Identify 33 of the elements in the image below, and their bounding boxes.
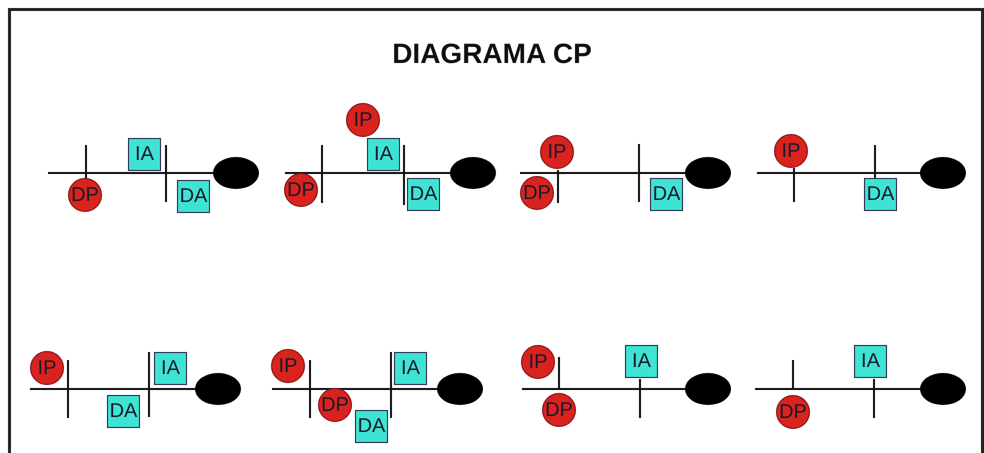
circle-marker: DP	[318, 388, 352, 422]
circle-marker: IP	[540, 135, 574, 169]
oval-marker	[920, 157, 966, 189]
square-marker: IA	[367, 138, 400, 171]
oval-marker	[920, 373, 966, 405]
oval-marker	[195, 373, 241, 405]
circle-marker: IP	[521, 345, 555, 379]
oval-marker	[213, 157, 259, 189]
circle-marker: IP	[346, 103, 380, 137]
diagram-title: DIAGRAMA CP	[391, 38, 593, 70]
oval-marker	[437, 373, 483, 405]
circle-marker: DP	[542, 393, 576, 427]
circle-marker: DP	[68, 178, 102, 212]
square-marker: IA	[854, 345, 887, 378]
square-marker: DA	[355, 410, 388, 443]
circle-marker: IP	[774, 134, 808, 168]
square-marker: DA	[407, 178, 440, 211]
circle-marker: IP	[271, 349, 305, 383]
oval-marker	[685, 157, 731, 189]
square-marker: DA	[864, 178, 897, 211]
square-marker: IA	[394, 352, 427, 385]
oval-marker	[450, 157, 496, 189]
square-marker: IA	[128, 138, 161, 171]
circle-marker: IP	[30, 351, 64, 385]
square-marker: DA	[177, 180, 210, 213]
circle-marker: DP	[284, 173, 318, 207]
square-marker: DA	[650, 178, 683, 211]
square-marker: IA	[625, 345, 658, 378]
square-marker: DA	[107, 395, 140, 428]
square-marker: IA	[154, 352, 187, 385]
circle-marker: DP	[520, 176, 554, 210]
oval-marker	[685, 373, 731, 405]
circle-marker: DP	[776, 395, 810, 429]
